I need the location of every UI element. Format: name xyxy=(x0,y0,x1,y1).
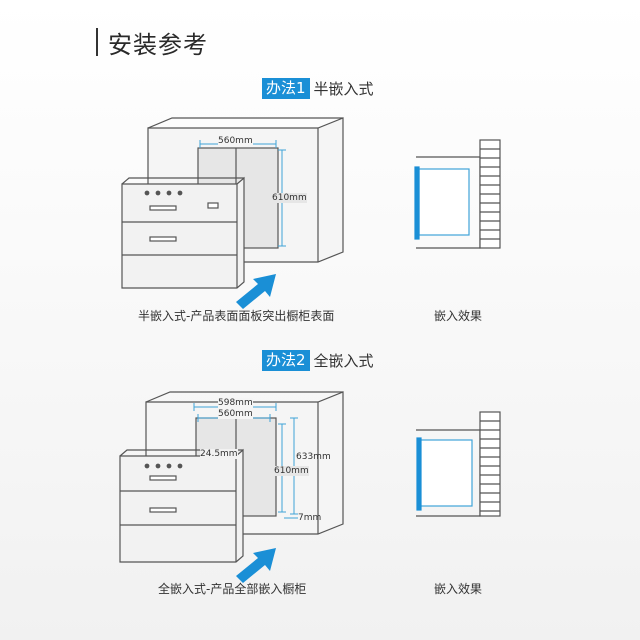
method2-tag: 办法2 xyxy=(262,350,310,371)
method1-width-label: 560mm xyxy=(218,136,253,146)
method1-disinfection-cabinet xyxy=(121,176,245,289)
method2-inner-width-label: 560mm xyxy=(218,409,253,419)
method1-insert-arrow xyxy=(236,274,276,309)
method1-height-label: 610mm xyxy=(272,193,307,203)
method2-caption: 全嵌入式-产品全部嵌入橱柜 xyxy=(158,582,307,596)
method2-depth-label: 24.5mm xyxy=(200,449,238,459)
page-title: 安装参考 xyxy=(108,30,208,59)
method2-outer-height-label: 633mm xyxy=(296,452,331,462)
method1-side-view xyxy=(414,139,501,249)
method2-insert-arrow xyxy=(236,548,276,583)
title-divider xyxy=(96,28,98,56)
method2-bottom-label: 7mm xyxy=(298,513,322,523)
method2-label: 办法2 全嵌入式 xyxy=(262,350,374,371)
method1-effect-caption: 嵌入效果 xyxy=(434,309,483,323)
method2-dimension-lines xyxy=(193,403,298,519)
method1-tag: 办法1 xyxy=(262,78,310,99)
method1-name: 半嵌入式 xyxy=(313,80,374,98)
method2-outer-width-label: 598mm xyxy=(218,398,253,408)
method2-effect-caption: 嵌入效果 xyxy=(434,582,483,596)
method2-inner-height-label: 610mm xyxy=(274,466,309,476)
method1-caption: 半嵌入式-产品表面面板突出橱柜表面 xyxy=(138,309,335,323)
method1-label: 办法1 半嵌入式 xyxy=(262,78,374,99)
method2-side-view xyxy=(416,411,501,517)
page-header: 安装参考 xyxy=(96,26,208,59)
method2-disinfection-cabinet xyxy=(119,448,244,563)
method2-name: 全嵌入式 xyxy=(313,352,374,370)
